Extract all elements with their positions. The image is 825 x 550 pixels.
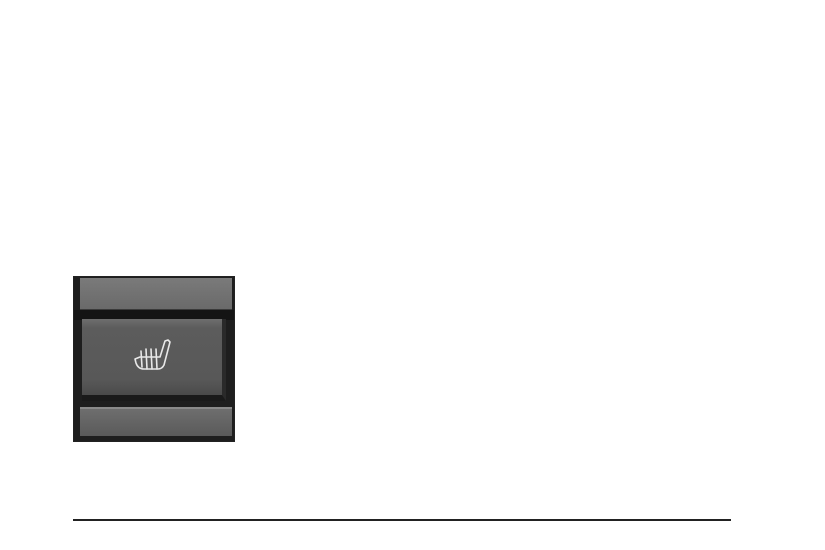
heated-seat-icon	[134, 339, 171, 370]
panel-bottom-strip	[80, 407, 232, 436]
panel-top-strip	[80, 278, 232, 311]
footer-divider	[73, 519, 731, 521]
heated-seat-button-photo	[73, 276, 235, 442]
heated-seat-button	[82, 319, 226, 401]
panel-gap	[74, 310, 234, 320]
